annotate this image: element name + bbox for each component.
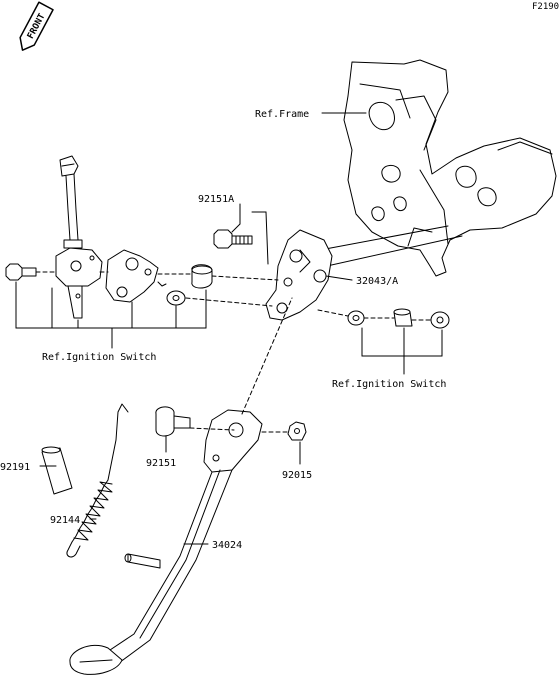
label-92144: 92144 <box>50 515 80 526</box>
stand-bracket <box>265 229 333 321</box>
bolt-92151a <box>213 229 253 249</box>
label-ref-ignition-right: Ref.Ignition Switch <box>332 379 446 390</box>
ignition-switch-assembly <box>55 155 103 319</box>
sleeve-92191 <box>41 446 73 495</box>
label-leaders <box>39 112 367 545</box>
leader-lines-left <box>35 271 279 307</box>
side-stand <box>69 409 263 675</box>
bracket-left <box>15 281 207 349</box>
figure-code: F2190 <box>532 2 559 12</box>
label-92151: 92151 <box>146 458 176 469</box>
switch-bolt <box>5 263 37 281</box>
label-34024: 34024 <box>212 540 242 551</box>
switch-plate <box>105 249 167 303</box>
bracket-right <box>361 327 443 375</box>
spring-92144 <box>66 403 129 558</box>
leader-lines-right <box>317 309 432 321</box>
collar-right <box>393 308 413 327</box>
leader-stand <box>189 297 293 433</box>
label-ref-frame: Ref.Frame <box>255 109 309 120</box>
label-92151a: 92151A <box>198 194 234 205</box>
washer-right-2 <box>430 311 450 329</box>
label-92015: 92015 <box>282 470 312 481</box>
label-92191: 92191 <box>0 462 30 473</box>
stand-pin <box>124 553 161 569</box>
label-32043a: 32043/A <box>356 276 398 287</box>
label-ref-ignition-left: Ref.Ignition Switch <box>42 352 156 363</box>
spacer-collar <box>191 264 213 289</box>
washer-right-1 <box>347 310 365 326</box>
nut-92015 <box>287 421 307 441</box>
front-arrow-icon: FRONT <box>19 1 54 51</box>
frame-outline <box>343 59 557 277</box>
washer-left <box>166 290 186 306</box>
bolt-92151 <box>155 406 191 437</box>
